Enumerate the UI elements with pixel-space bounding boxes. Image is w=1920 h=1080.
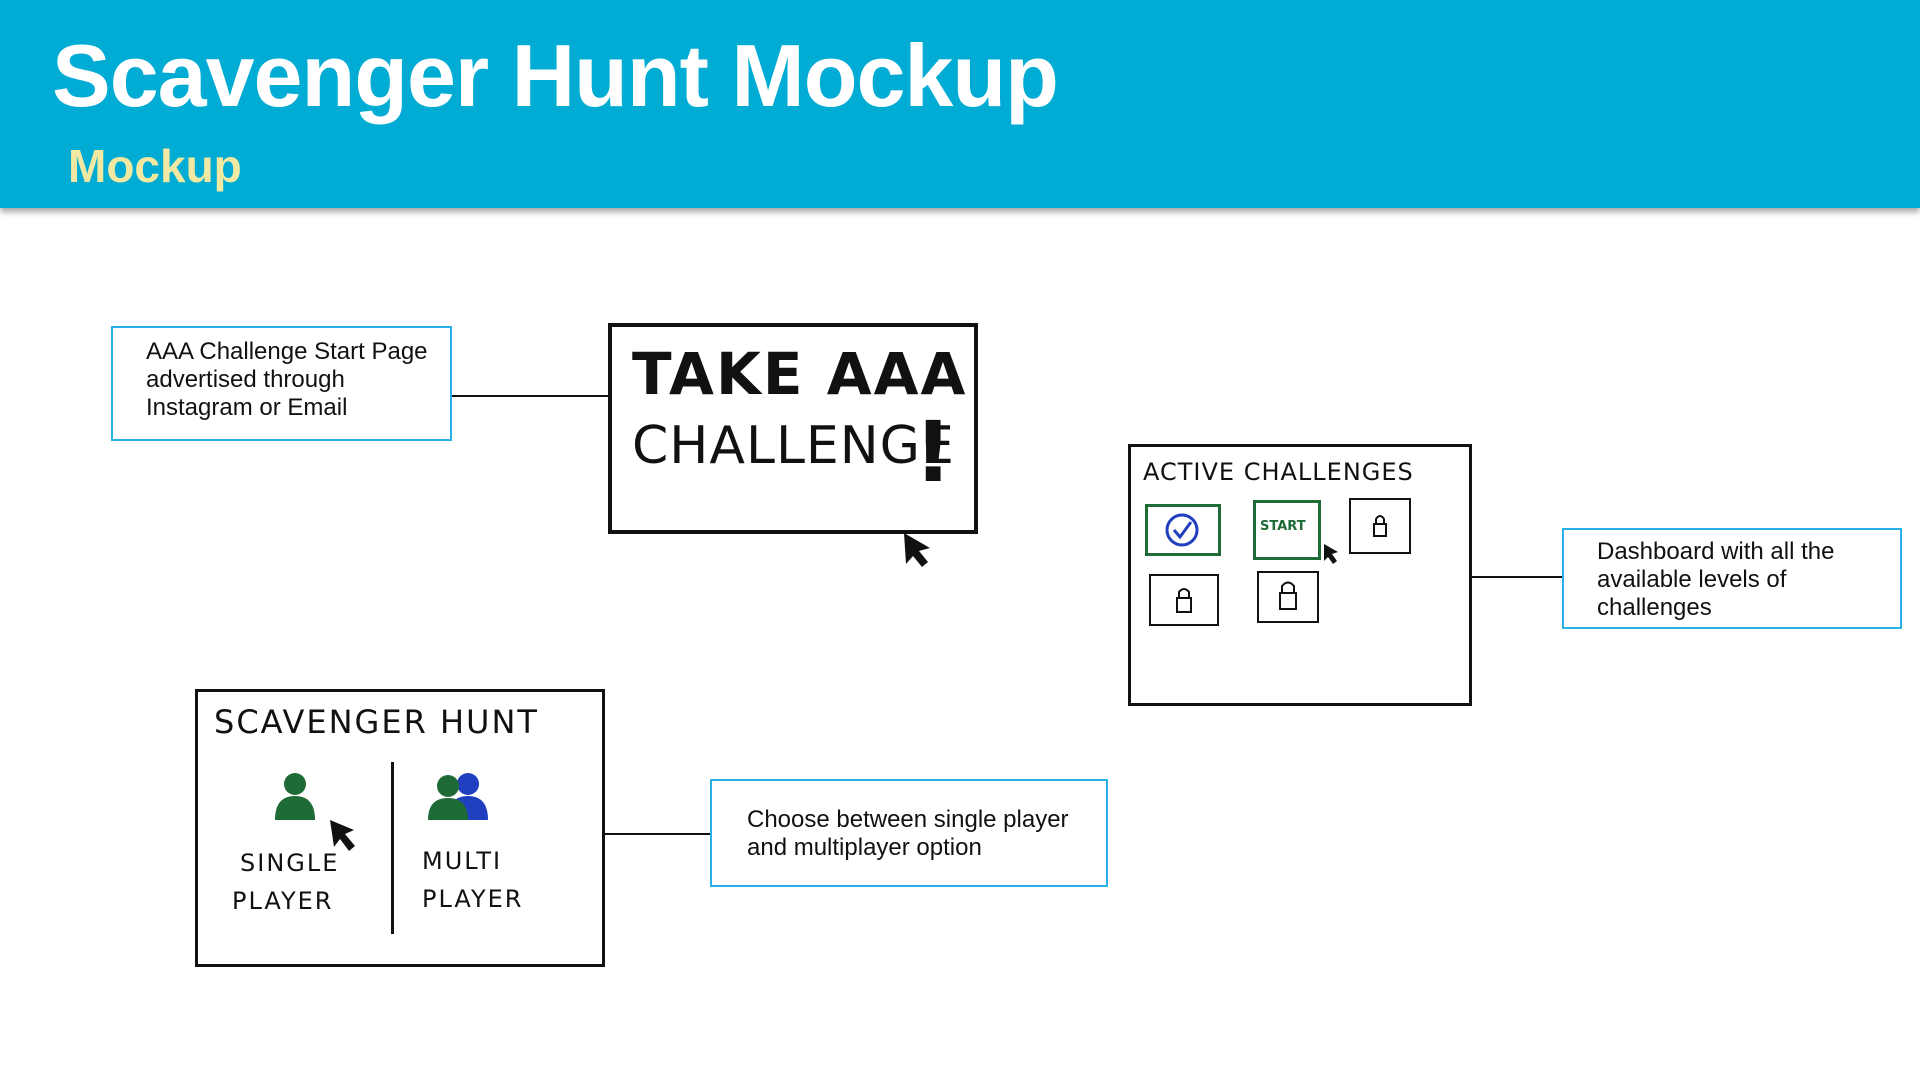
active-challenges-title: ACTIVE CHALLENGES [1143, 458, 1414, 486]
header-banner: Scavenger Hunt Mockup Mockup [0, 0, 1920, 208]
dashboard-sketch: ACTIVE CHALLENGES START [1128, 444, 1472, 706]
page-title: Scavenger Hunt Mockup [52, 26, 1059, 125]
checkmark-icon [1165, 513, 1199, 547]
take-challenge-sketch[interactable]: TAKE AAA CHALLENGE ! [608, 323, 978, 534]
multi-player-option[interactable]: MULTI PLAYER [408, 770, 588, 950]
exclamation-mark: ! [914, 403, 953, 501]
player-divider [391, 762, 394, 934]
lock-icon [1279, 581, 1297, 610]
multi-player-icon [428, 773, 488, 820]
multi-label-line1: MULTI [422, 847, 503, 875]
page-subtitle: Mockup [68, 140, 242, 192]
single-player-option[interactable]: SINGLE PLAYER [218, 770, 378, 950]
challenge-text: CHALLENGE [632, 416, 955, 476]
callout-dashboard: Dashboard with all the available levels … [1562, 528, 1902, 629]
scavenger-hunt-title: SCAVENGER HUNT [214, 703, 539, 741]
callout-start-page-text: AAA Challenge Start Page advertised thro… [146, 338, 428, 421]
callout-dashboard-text: Dashboard with all the available levels … [1597, 538, 1835, 621]
single-label-line1: SINGLE [240, 849, 340, 877]
single-player-icon [275, 773, 315, 820]
cursor-icon [904, 533, 930, 567]
tile-locked[interactable] [1349, 498, 1411, 554]
take-aaa-text: TAKE AAA [632, 340, 968, 408]
lock-icon [1373, 515, 1387, 537]
callout-player-select: Choose between single player and multipl… [710, 779, 1108, 887]
multi-label-line2: PLAYER [422, 885, 524, 913]
player-select-sketch: SCAVENGER HUNT SINGLE PLAYER MULTI PLAYE… [195, 689, 605, 967]
start-label: START [1260, 519, 1306, 534]
callout-player-select-text: Choose between single player and multipl… [747, 806, 1069, 861]
tile-locked[interactable] [1149, 574, 1219, 626]
tile-locked[interactable] [1257, 571, 1319, 623]
tile-completed[interactable] [1145, 504, 1221, 556]
callout-start-page: AAA Challenge Start Page advertised thro… [111, 326, 452, 441]
lock-icon [1176, 588, 1192, 613]
cursor-icon [1324, 544, 1338, 564]
single-label-line2: PLAYER [232, 887, 334, 915]
tile-start[interactable]: START [1253, 500, 1321, 560]
cursor-icon [330, 820, 355, 851]
